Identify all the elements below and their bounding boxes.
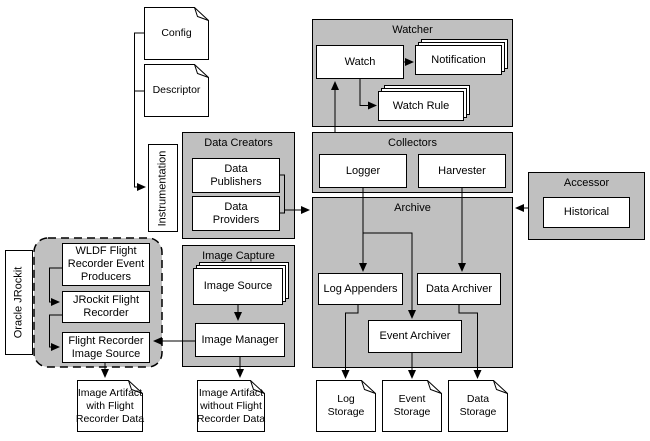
oracle-jrockit-box: Oracle JRockit xyxy=(5,250,33,355)
image-artifact-with-doc: Image Artifact with Flight Recorder Data xyxy=(75,380,145,432)
data-creators-title: Data Creators xyxy=(204,137,273,149)
log-appenders-box: Log Appenders xyxy=(318,273,403,305)
watch-box: Watch xyxy=(316,45,404,79)
accessor-title: Accessor xyxy=(563,177,610,189)
instrumentation-label: Instrumentation xyxy=(156,150,169,226)
log-storage-doc: Log Storage xyxy=(316,380,376,432)
descriptor-doc-label: Descriptor xyxy=(152,84,201,96)
wldf-flight-recorder-event-producers-box: WLDF Flight Recorder Event Producers xyxy=(62,243,150,286)
event-storage-label: Event Storage xyxy=(393,393,431,418)
instrumentation-box: Instrumentation xyxy=(148,144,178,232)
harvester-box: Harvester xyxy=(418,154,506,188)
historical-box: Historical xyxy=(543,197,630,228)
oracle-jrockit-label: Oracle JRockit xyxy=(12,266,25,339)
descriptor-doc: Descriptor xyxy=(144,64,209,117)
image-capture-title: Image Capture xyxy=(202,250,275,262)
config-doc-label: Config xyxy=(161,27,192,39)
data-providers-box: Data Providers xyxy=(192,196,280,231)
log-storage-label: Log Storage xyxy=(327,393,365,418)
image-source-box: Image Source xyxy=(193,268,283,305)
data-archiver-box: Data Archiver xyxy=(417,273,501,305)
image-artifact-without-doc: Image Artifact without Flight Recorder D… xyxy=(197,380,265,432)
data-publishers-box: Data Publishers xyxy=(192,158,280,193)
collectors-title: Collectors xyxy=(388,137,437,149)
image-manager-box: Image Manager xyxy=(195,323,285,357)
watch-rule-box: Watch Rule xyxy=(378,91,464,121)
data-storage-doc: Data Storage xyxy=(448,380,508,432)
logger-box: Logger xyxy=(319,154,407,188)
watch-rule-stack: Watch Rule xyxy=(378,85,470,121)
image-source-stack: Image Source xyxy=(193,262,289,305)
event-archiver-box: Event Archiver xyxy=(368,320,462,353)
data-storage-label: Data Storage xyxy=(459,393,497,418)
notification-stack: Notification xyxy=(415,39,508,75)
watcher-title: Watcher xyxy=(392,24,433,36)
image-artifact-without-label: Image Artifact without Flight Recorder D… xyxy=(196,386,266,425)
image-artifact-with-label: Image Artifact with Flight Recorder Data xyxy=(75,386,145,425)
jrockit-flight-recorder-box: JRockit Flight Recorder xyxy=(62,291,150,323)
event-storage-doc: Event Storage xyxy=(382,380,442,432)
archive-title: Archive xyxy=(394,202,431,214)
config-doc: Config xyxy=(144,7,209,60)
notification-box: Notification xyxy=(415,45,502,75)
flight-recorder-image-source-box: Flight Recorder Image Source xyxy=(62,332,150,363)
